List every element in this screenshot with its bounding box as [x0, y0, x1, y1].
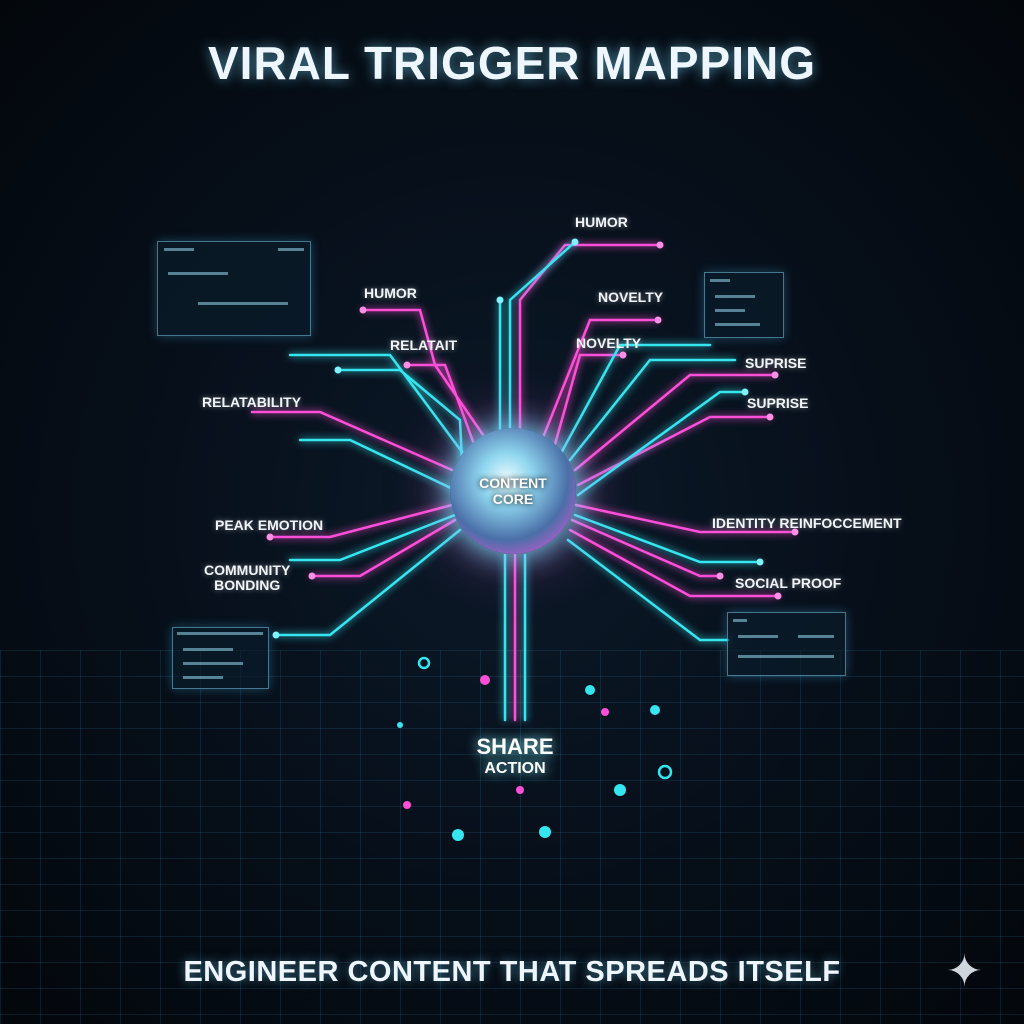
core-line2: CORE [492, 491, 534, 507]
share-line2: ACTION [484, 760, 546, 777]
line-cyan-7 [576, 390, 747, 497]
line-social-proof-2 [568, 528, 780, 598]
page-title: VIRAL TRIGGER MAPPING [208, 37, 816, 89]
line-cyan-3 [288, 353, 470, 462]
label-suprise-2: SUPRISE [747, 395, 809, 411]
line-novelty-1 [538, 318, 660, 447]
label-identity-reinforcement: IDENTITY REINFOCCEMENT [712, 515, 902, 531]
label-novelty-2: NOVELTY [576, 335, 642, 351]
data-panel-bottom-right [727, 612, 846, 676]
line-cyan-10 [274, 528, 462, 637]
label-community-bonding: COMMUNITY BONDING [204, 563, 290, 593]
label-humor-left: HUMOR [364, 285, 417, 301]
label-relatait: RELATAIT [390, 337, 458, 353]
sparkle-icon: ✦ [946, 947, 983, 996]
line-identity [574, 503, 797, 534]
line-cyan-9 [288, 513, 457, 562]
line-social-proof [570, 518, 722, 578]
label-novelty-1: NOVELTY [598, 289, 664, 305]
label-community-line2: BONDING [214, 577, 281, 593]
label-humor-top: HUMOR [575, 214, 628, 230]
line-novelty-2 [550, 353, 625, 457]
label-community-line1: COMMUNITY [204, 562, 291, 578]
share-line1: SHARE [476, 734, 554, 759]
line-community [310, 518, 457, 578]
line-relatability [250, 410, 454, 472]
data-panel-top-left [157, 241, 311, 336]
floor-grid [0, 650, 1024, 1024]
core-line1: CONTENT [479, 475, 547, 491]
label-suprise-1: SUPRISE [745, 355, 807, 371]
line-cyan-5 [558, 343, 712, 457]
line-suprise-1 [573, 373, 777, 472]
label-relatability: RELATABILITY [202, 394, 302, 410]
content-core: CONTENT CORE [450, 428, 576, 554]
line-cyan-11 [573, 513, 762, 564]
line-peak-emotion [268, 503, 454, 539]
line-cyan-1 [508, 240, 577, 442]
data-panel-bottom-left [172, 627, 269, 689]
line-relatait [405, 363, 480, 457]
footer-tagline: ENGINEER CONTENT THAT SPREADS ITSELF [183, 956, 841, 988]
label-peak-emotion: PEAK EMOTION [215, 517, 324, 533]
line-cyan-8 [298, 438, 457, 492]
share-action: SHARE ACTION [440, 734, 590, 778]
line-humor-left [361, 308, 492, 447]
line-cyan-4 [336, 368, 464, 464]
label-social-proof: SOCIAL PROOF [735, 575, 842, 591]
share-particles [397, 656, 673, 841]
data-panel-top-right [704, 272, 784, 338]
line-cyan-6 [568, 358, 737, 462]
line-cyan-12 [566, 538, 730, 642]
